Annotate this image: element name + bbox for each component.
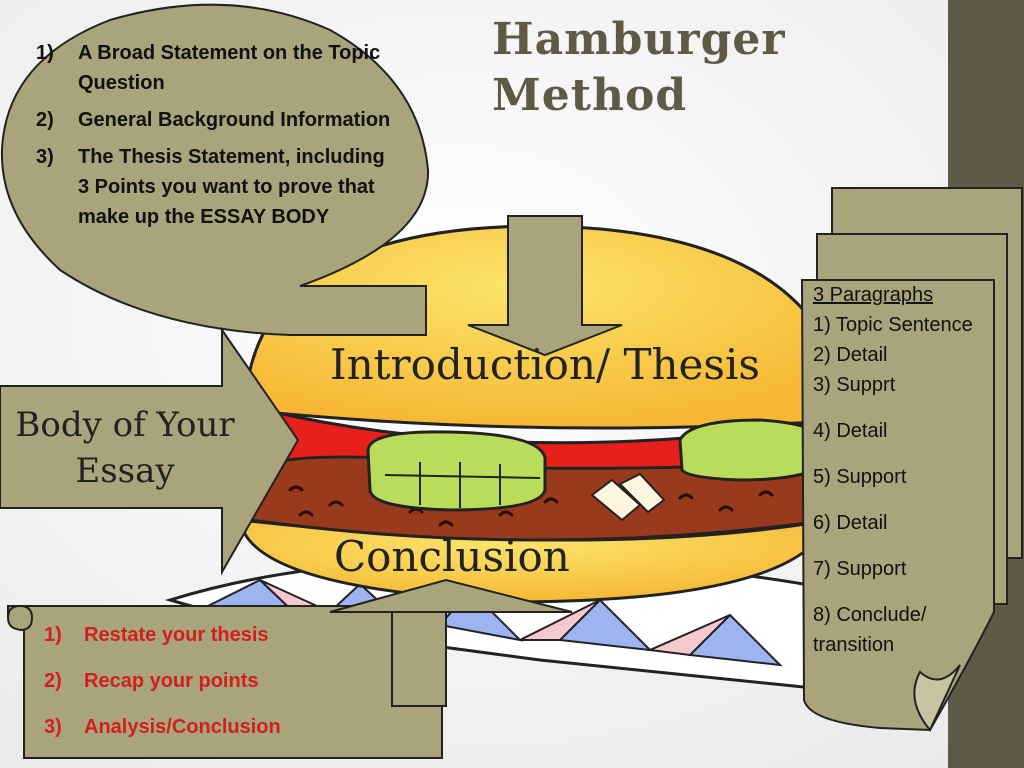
title-line-2: Method xyxy=(492,70,688,121)
pickle-slices xyxy=(366,418,822,512)
intro-item-text: The Thesis Statement, including 3 Points… xyxy=(78,146,385,228)
intro-item: 3) The Thesis Statement, including 3 Poi… xyxy=(36,142,398,232)
conclusion-item-number: 2) xyxy=(44,670,62,692)
paragraphs-heading: 3 Paragraphs xyxy=(813,284,934,306)
intro-item: 1) A Broad Statement on the Topic Questi… xyxy=(36,38,398,98)
intro-item-text: General Background Information xyxy=(78,109,391,131)
paragraph-item: 6) Detail xyxy=(813,512,888,534)
paragraph-item: 5) Support xyxy=(813,466,907,488)
paragraphs-list: 3 Paragraphs 1) Topic Sentence 2) Detail… xyxy=(813,280,993,660)
introduction-label: Introduction/ Thesis xyxy=(330,340,760,389)
onion-pieces xyxy=(590,472,666,522)
intro-bubble-shape xyxy=(0,3,430,336)
body-callout-arrow xyxy=(0,326,300,576)
down-arrow xyxy=(467,215,623,357)
body-label: Body of Your Essay xyxy=(6,402,244,494)
intro-item: 2) General Background Information xyxy=(36,105,398,135)
conclusion-item-number: 3) xyxy=(44,716,62,738)
intro-item-text: A Broad Statement on the Topic Question xyxy=(78,42,381,94)
body-label-line-2: Essay xyxy=(75,451,175,491)
conclusion-list: 1) Restate your thesis 2) Recap your poi… xyxy=(44,620,281,758)
intro-item-number: 2) xyxy=(36,109,54,131)
slide-title: Hamburger Method xyxy=(492,12,786,124)
intro-item-number: 3) xyxy=(36,146,54,168)
conclusion-scroll xyxy=(7,605,443,759)
up-arrow xyxy=(329,578,573,707)
conclusion-item: 1) Restate your thesis xyxy=(44,620,281,650)
paragraph-item: 1) Topic Sentence xyxy=(813,314,973,336)
conclusion-item-text: Recap your points xyxy=(84,670,259,692)
card-page-curl xyxy=(913,664,961,732)
paragraph-item: 7) Support xyxy=(813,558,907,580)
paragraph-item: 2) Detail xyxy=(813,344,888,366)
conclusion-item-number: 1) xyxy=(44,624,62,646)
conclusion-label: Conclusion xyxy=(334,532,570,581)
paragraph-item: 3) Supprt xyxy=(813,374,896,396)
conclusion-item-text: Restate your thesis xyxy=(84,624,269,646)
body-label-line-1: Body of Your xyxy=(15,405,235,445)
paragraph-item: 4) Detail xyxy=(813,420,888,442)
intro-item-number: 1) xyxy=(36,42,54,64)
conclusion-item-text: Analysis/Conclusion xyxy=(84,716,281,738)
scroll-curl xyxy=(7,604,34,631)
conclusion-item: 2) Recap your points xyxy=(44,666,281,696)
paragraph-item: 8) Conclude/ transition xyxy=(813,604,927,656)
intro-bubble-list: 1) A Broad Statement on the Topic Questi… xyxy=(36,38,398,239)
title-line-1: Hamburger xyxy=(492,14,786,65)
conclusion-item: 3) Analysis/Conclusion xyxy=(44,712,281,742)
